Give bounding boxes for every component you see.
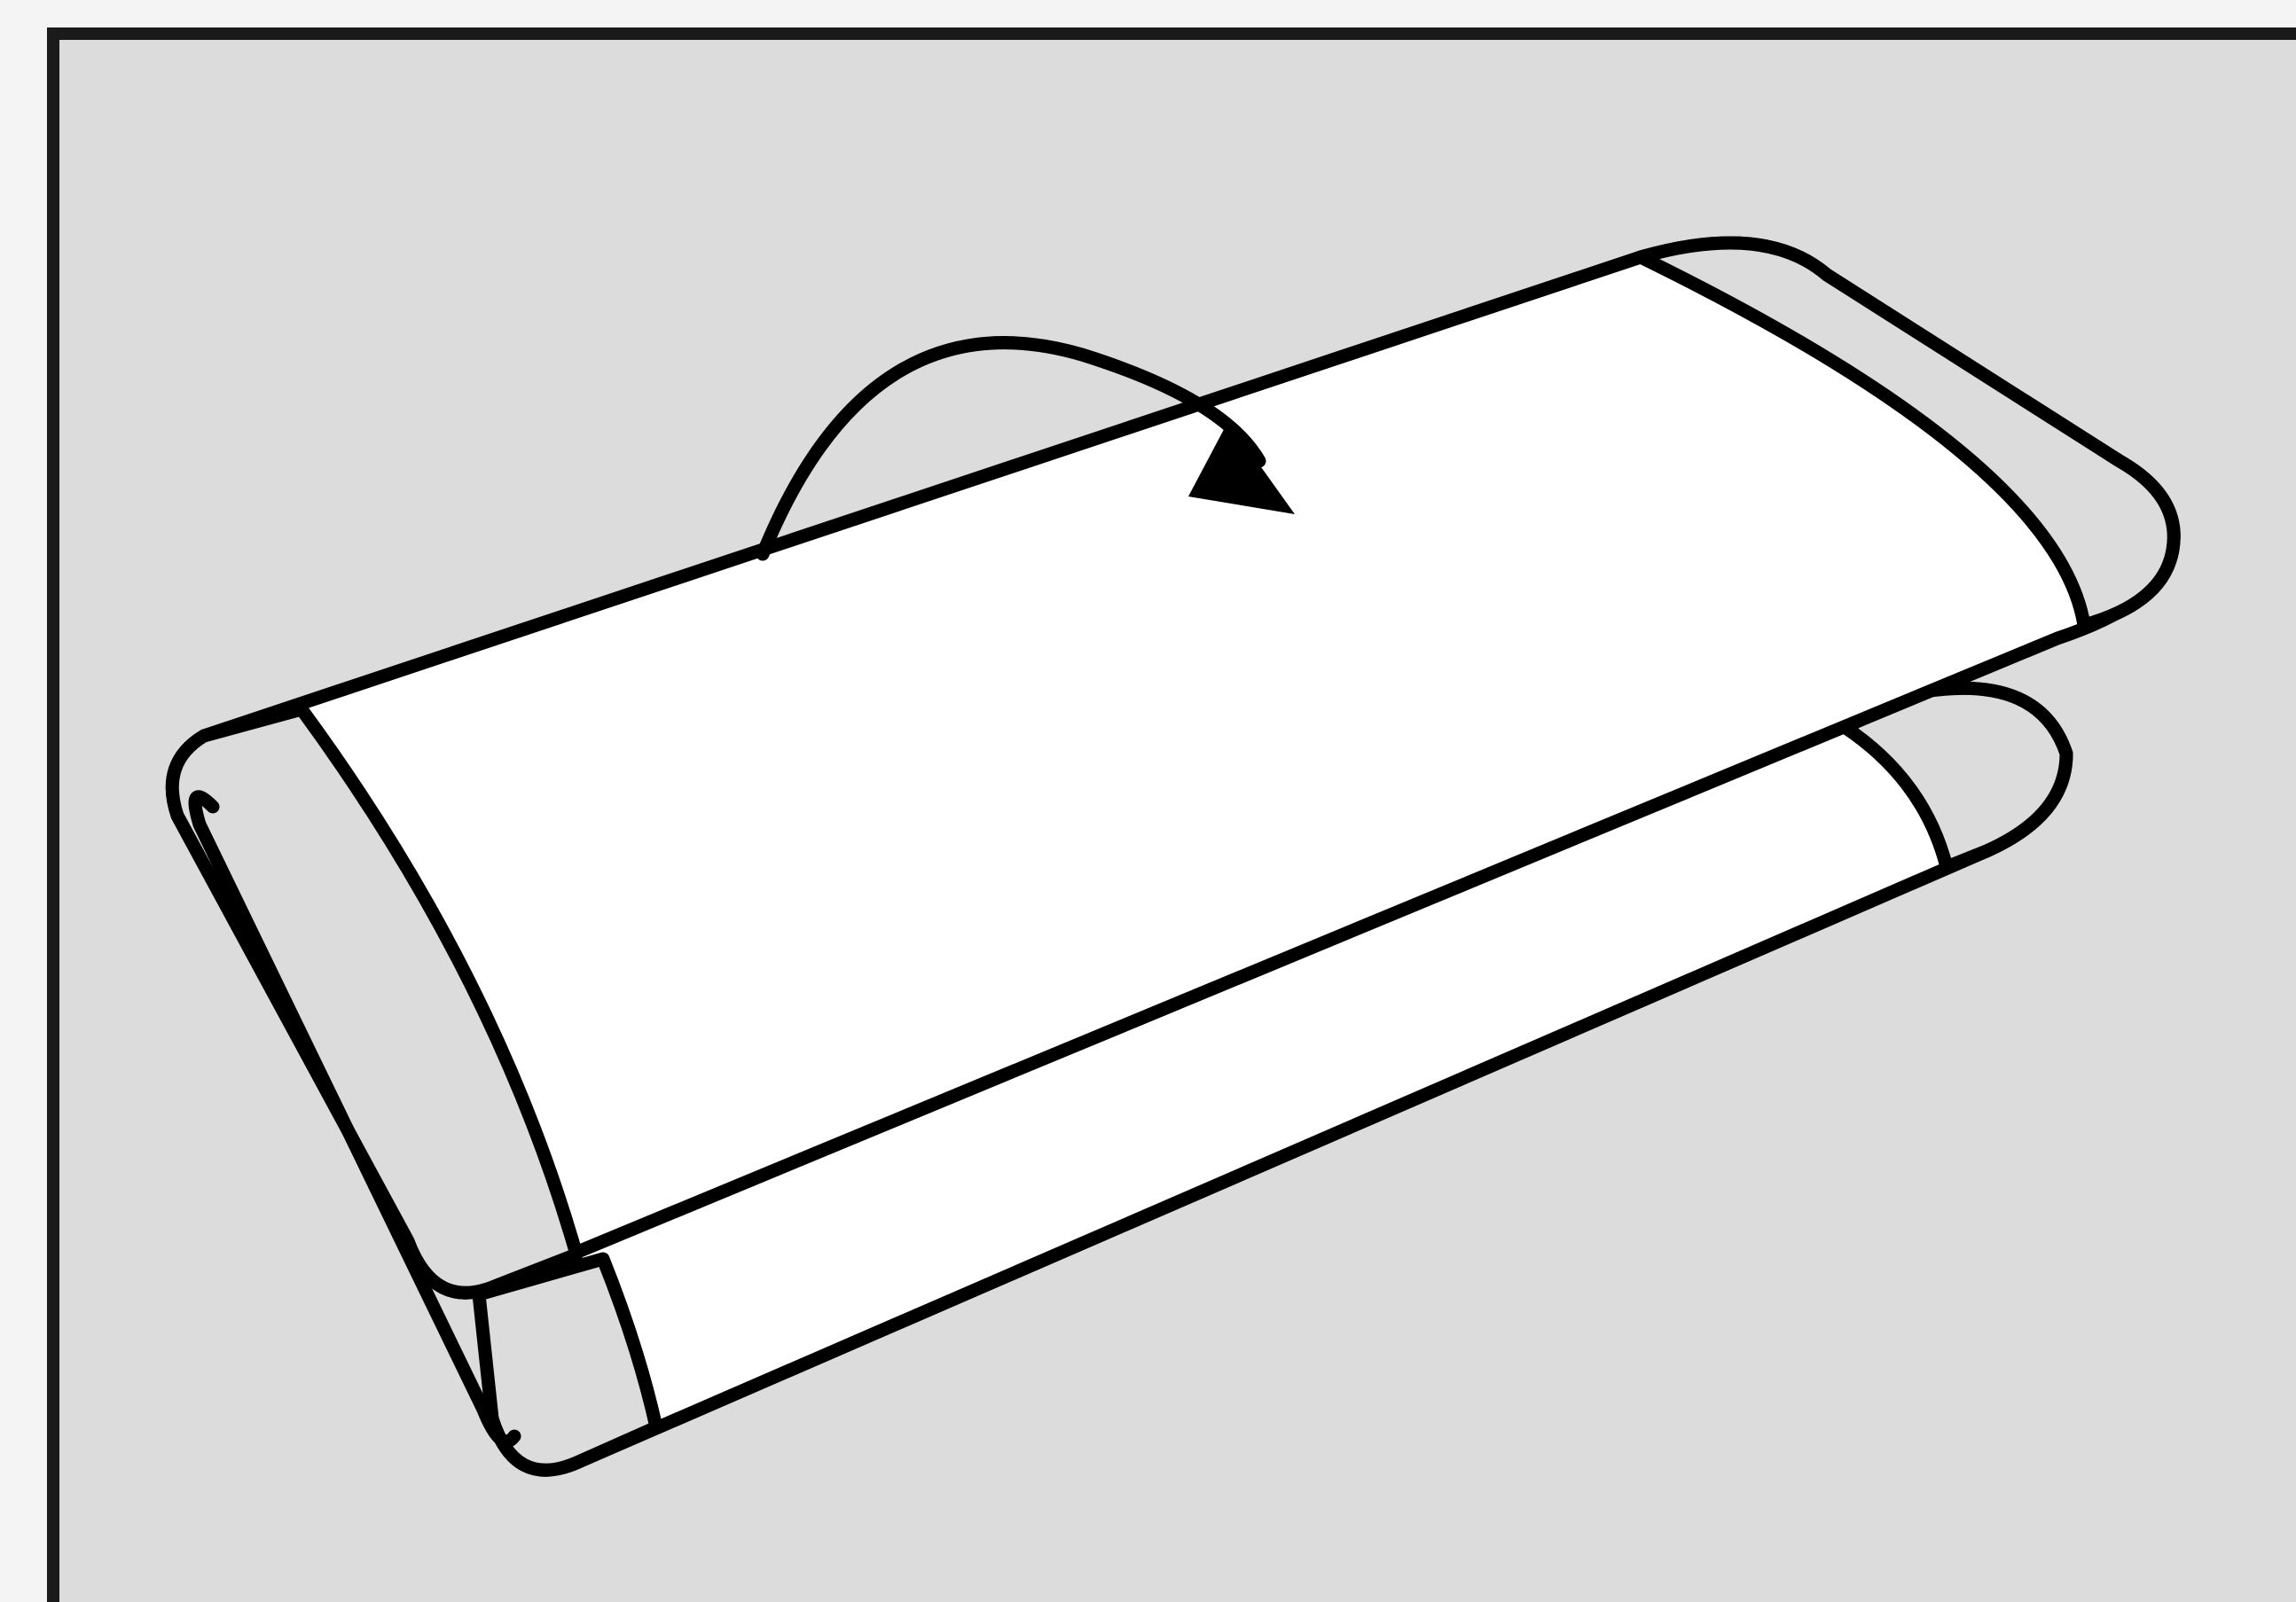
fold-instruction-illustration [0,0,2296,1602]
